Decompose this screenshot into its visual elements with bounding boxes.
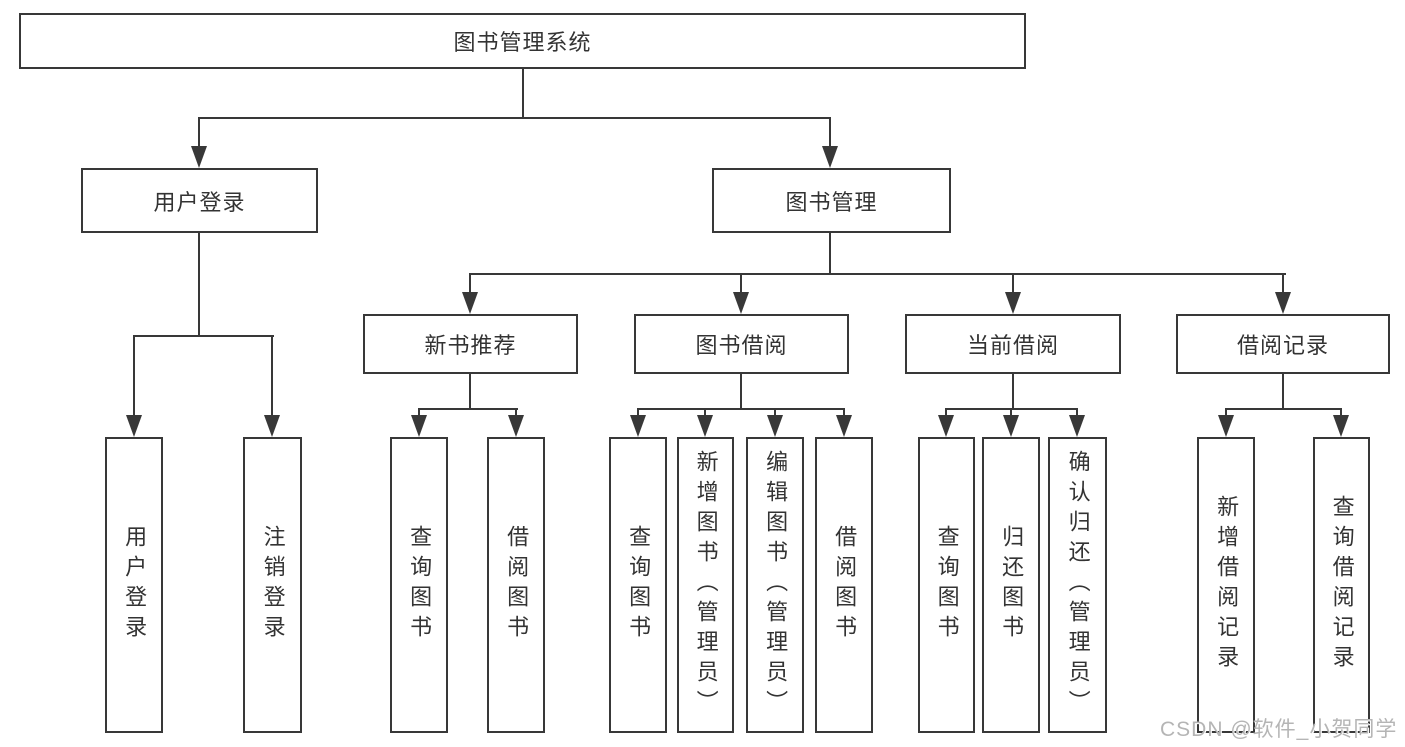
connector-line [1012,273,1014,293]
connector-line [522,69,524,117]
connector-arrowhead [1218,415,1234,437]
leaf-borrow-books-recommend: 借阅图书 [487,437,545,733]
connector-line [133,335,135,417]
connector-line [843,408,845,416]
connector-arrowhead [1069,415,1085,437]
connector-line [271,335,273,417]
connector-line [133,335,274,337]
node-borrowing-records: 借阅记录 [1176,314,1390,374]
leaf-return-book: 归还图书 [982,437,1040,733]
connector-line [945,408,947,416]
leaf-query-books-borrowing: 查询图书 [609,437,667,733]
leaf-query-books-recommend: 查询图书 [390,437,448,733]
node-new-book-recommendation-label: 新书推荐 [424,333,517,358]
node-new-book-recommendation: 新书推荐 [363,314,578,374]
leaf-edit-book-admin-label: 编辑图书（管理员） [763,450,789,720]
connector-arrowhead [1333,415,1349,437]
connector-line [469,273,471,293]
connector-line [829,117,831,147]
connector-line [1225,408,1342,410]
watermark: CSDN @软件_小贺同学 [1160,718,1398,741]
connector-line [198,117,200,147]
leaf-user-login: 用户登录 [105,437,163,733]
connector-line [740,374,742,410]
connector-line [774,408,776,416]
connector-line [198,233,200,337]
connector-arrowhead [1003,415,1019,437]
leaf-query-books-current-label: 查询图书 [934,525,960,645]
leaf-logout-label: 注销登录 [260,525,286,645]
connector-line [637,408,845,410]
connector-arrowhead [733,292,749,314]
leaf-edit-book-admin: 编辑图书（管理员） [746,437,804,733]
connector-line [1010,408,1012,416]
connector-arrowhead [462,292,478,314]
leaf-borrow-books-recommend-label: 借阅图书 [504,525,530,645]
leaf-add-borrow-record: 新增借阅记录 [1197,437,1255,733]
node-user-login-label: 用户登录 [153,189,246,215]
node-root: 图书管理系统 [19,13,1026,69]
connector-line [1282,273,1284,293]
connector-line [829,233,831,275]
connector-arrowhead [191,146,207,168]
connector-line [740,273,742,293]
leaf-borrow-books-borrowing: 借阅图书 [815,437,873,733]
connector-line [198,117,831,119]
leaf-query-borrow-record-label: 查询借阅记录 [1329,495,1355,675]
node-user-login: 用户登录 [81,168,318,233]
connector-line [1340,408,1342,416]
connector-arrowhead [697,415,713,437]
node-borrowing-records-label: 借阅记录 [1236,333,1329,358]
connector-line [1225,408,1227,416]
leaf-return-book-label: 归还图书 [999,525,1025,645]
node-book-management-label: 图书管理 [785,189,878,215]
connector-arrowhead [767,415,783,437]
leaf-query-books-current: 查询图书 [918,437,975,733]
leaf-logout: 注销登录 [243,437,302,733]
connector-arrowhead [411,415,427,437]
leaf-user-login-label: 用户登录 [122,525,148,645]
leaf-add-book-admin: 新增图书（管理员） [677,437,734,733]
leaf-confirm-return-admin: 确认归还（管理员） [1048,437,1107,733]
connector-line [637,408,639,416]
node-book-management: 图书管理 [712,168,951,233]
connector-line [1076,408,1078,416]
leaf-borrow-books-borrowing-label: 借阅图书 [832,525,858,645]
connector-arrowhead [630,415,646,437]
leaf-query-books-borrowing-label: 查询图书 [626,525,652,645]
node-current-borrowing: 当前借阅 [905,314,1121,374]
leaf-confirm-return-admin-label: 确认归还（管理员） [1065,450,1091,720]
connector-line [418,408,518,410]
connector-line [515,408,517,416]
node-current-borrowing-label: 当前借阅 [966,333,1059,358]
leaf-add-borrow-record-label: 新增借阅记录 [1214,495,1240,675]
connector-arrowhead [1005,292,1021,314]
connector-arrowhead [938,415,954,437]
node-root-label: 图书管理系统 [453,30,592,55]
leaf-add-book-admin-label: 新增图书（管理员） [693,450,719,720]
connector-line [704,408,706,416]
connector-line [1012,374,1014,410]
leaf-query-borrow-record: 查询借阅记录 [1313,437,1370,733]
connector-arrowhead [264,415,280,437]
connector-line [469,374,471,410]
connector-arrowhead [508,415,524,437]
node-book-borrowing-label: 图书借阅 [695,333,788,358]
connector-line [1282,374,1284,410]
connector-line [469,273,1286,275]
connector-arrowhead [1275,292,1291,314]
connector-arrowhead [836,415,852,437]
connector-line [418,408,420,416]
node-book-borrowing: 图书借阅 [634,314,849,374]
connector-arrowhead [822,146,838,168]
connector-arrowhead [126,415,142,437]
leaf-query-books-recommend-label: 查询图书 [407,525,433,645]
